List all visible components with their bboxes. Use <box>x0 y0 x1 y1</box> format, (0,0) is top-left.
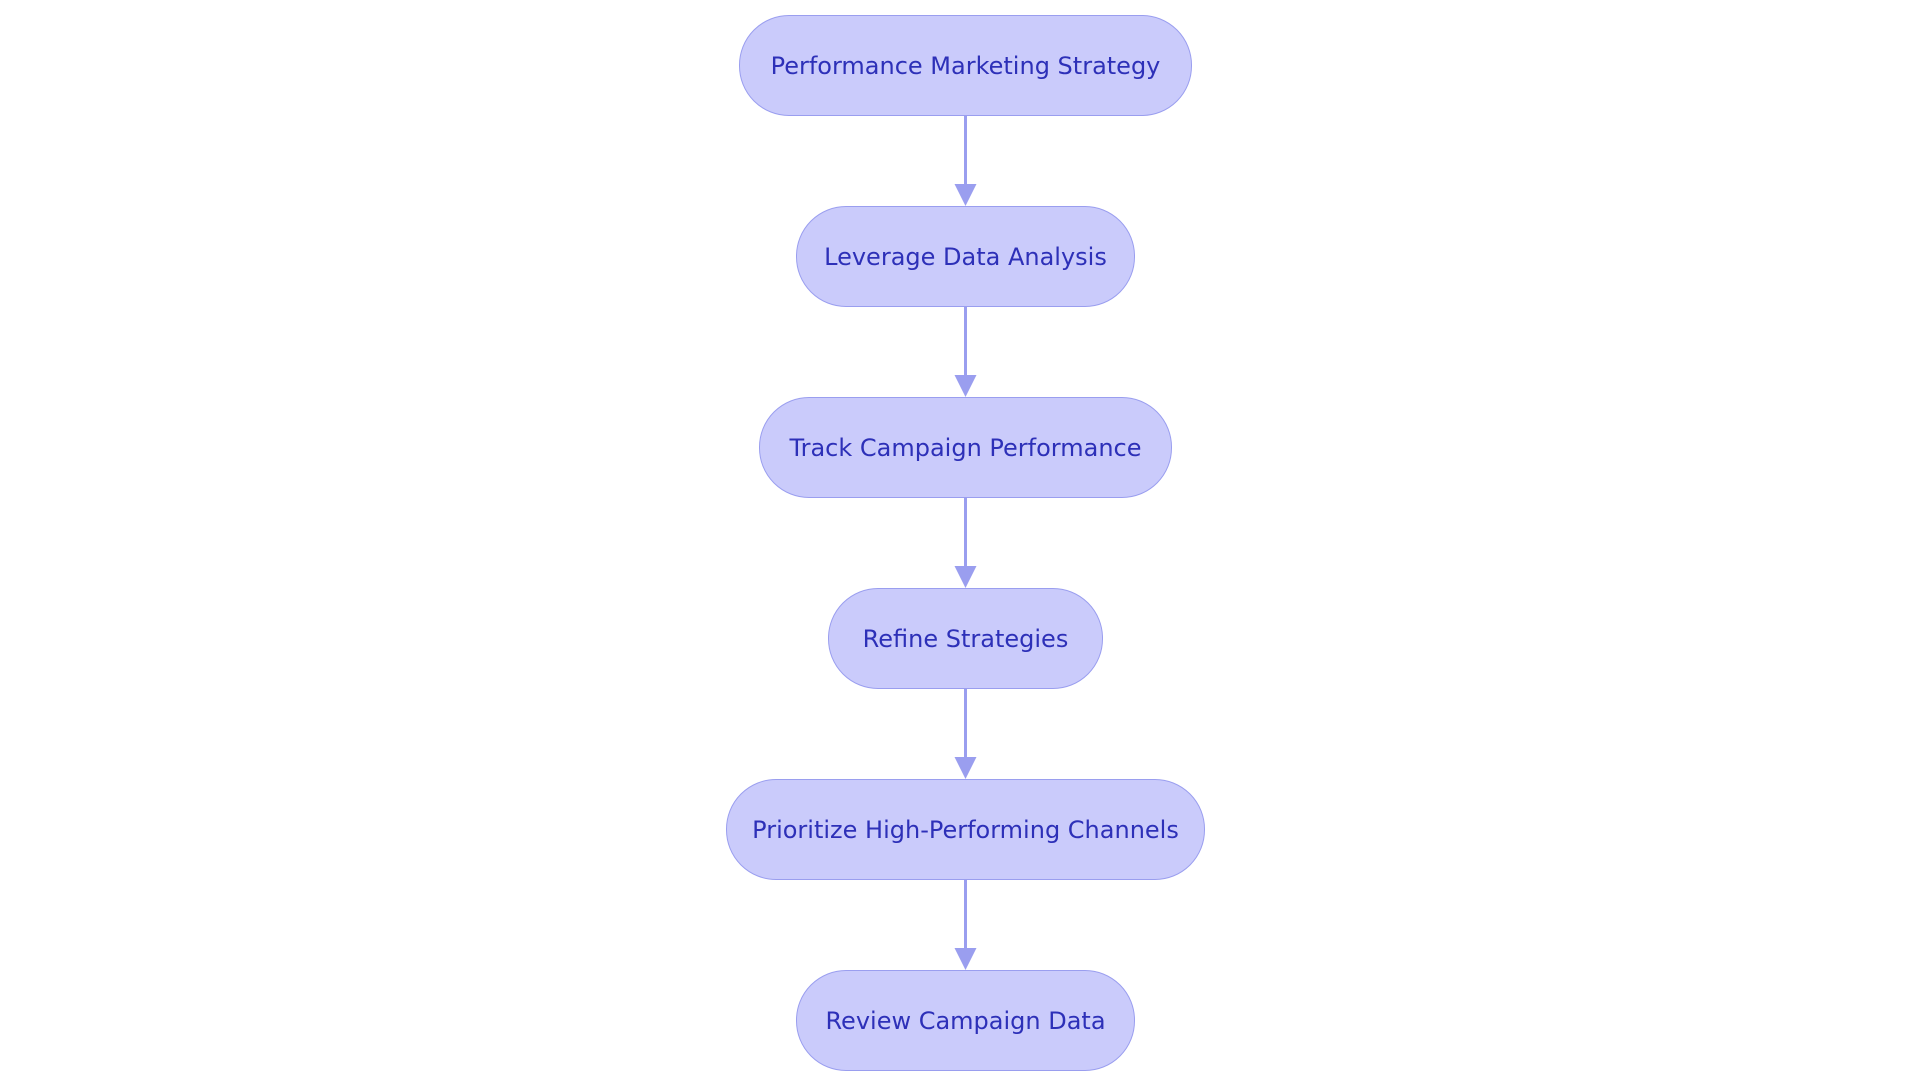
arrowhead-icon <box>954 948 977 970</box>
node-review-campaign-data: Review Campaign Data <box>796 970 1135 1071</box>
edge-arrow-5 <box>954 880 977 970</box>
edge-arrow-4 <box>954 689 977 779</box>
edge-arrow-3 <box>954 498 977 588</box>
edge-arrow-2 <box>954 307 977 397</box>
arrowhead-icon <box>954 566 977 588</box>
arrowhead-icon <box>954 184 977 206</box>
node-refine-strategies: Refine Strategies <box>828 588 1103 689</box>
arrowhead-icon <box>954 375 977 397</box>
node-track-campaign-performance: Track Campaign Performance <box>759 397 1172 498</box>
node-leverage-data-analysis: Leverage Data Analysis <box>796 206 1135 307</box>
arrowhead-icon <box>954 757 977 779</box>
node-prioritize-high-performing-channels: Prioritize High-Performing Channels <box>726 779 1205 880</box>
edge-arrow-1 <box>954 116 977 206</box>
node-performance-marketing-strategy: Performance Marketing Strategy <box>739 15 1192 116</box>
